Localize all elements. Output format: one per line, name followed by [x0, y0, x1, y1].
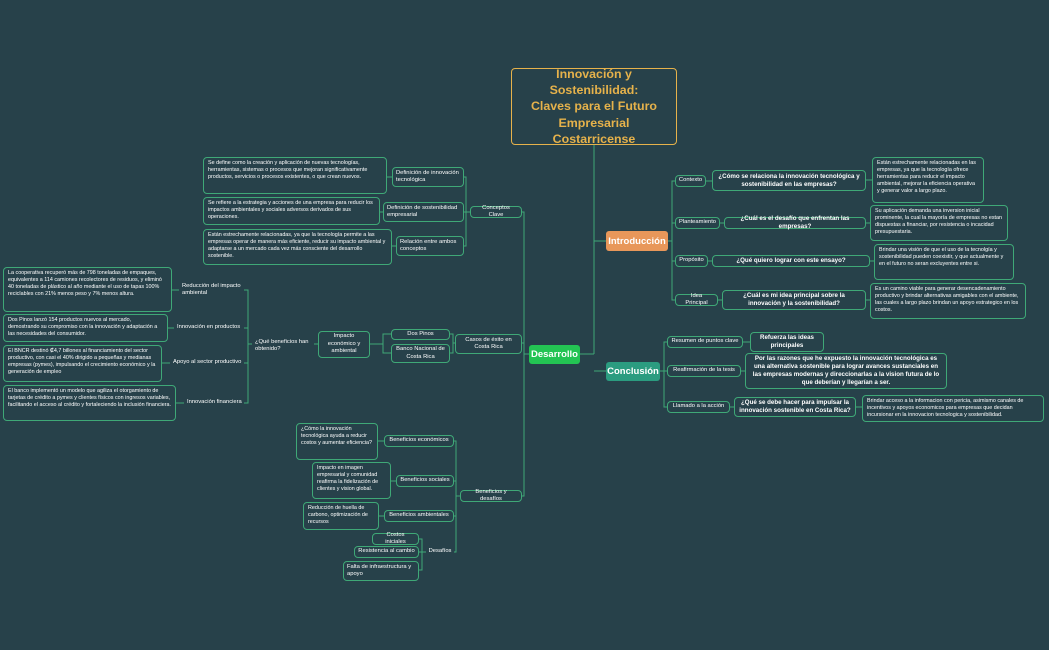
- intro-idea-answer: Es un camino viable para generar desenca…: [870, 283, 1026, 319]
- desafio-infraestructura[interactable]: Falta de infraestructura y apoyo: [343, 561, 419, 581]
- conclusion-resumen-text: Refuerza las ideas principales: [750, 332, 824, 352]
- desafio-costos[interactable]: Costos iniciales: [372, 532, 419, 545]
- beneficios-economicos-text: ¿Cómo la innovación tecnológica ayuda a …: [296, 423, 378, 460]
- caso-apoyo-text: El BNCR destinó ₡4,7 billones al financi…: [3, 345, 162, 382]
- caso-innovacion-productos-label: Innovación en productos: [177, 324, 241, 331]
- caso-apoyo-label: Apoyo al sector productivo: [173, 359, 242, 366]
- beneficios-ambientales-text: Reducción de huella de carbono, optimiza…: [303, 502, 379, 530]
- desafios[interactable]: Desafíos: [428, 548, 452, 555]
- conclusion-resumen[interactable]: Resumen de puntos clave: [667, 336, 743, 348]
- intro-proposito-answer: Brindar una visión de que el uso de la t…: [874, 244, 1014, 280]
- intro-contexto-question[interactable]: ¿Cómo se relaciona la innovación tecnoló…: [712, 170, 866, 191]
- concepto-relacion-text: Están estrechamente relacionadas, ya que…: [203, 229, 392, 265]
- desarrollo-node[interactable]: Desarrollo: [529, 345, 580, 364]
- conclusion-node[interactable]: Conclusión: [606, 362, 660, 381]
- beneficios-economicos[interactable]: Beneficios económicos: [384, 435, 454, 447]
- concepto-sostenibilidad-label[interactable]: Definición de sostenibilidad empresarial: [383, 202, 464, 222]
- conclusion-llamado-question[interactable]: ¿Qué se debe hacer para impulsar la inno…: [734, 397, 856, 417]
- caso-innovacion-financiera-label: Innovación financiera: [187, 399, 242, 406]
- beneficios-sociales[interactable]: Beneficios sociales: [396, 475, 454, 487]
- concepto-sostenibilidad-text: Se refiere a la estrategia y acciones de…: [203, 197, 380, 225]
- impacto-economico[interactable]: Impacto económico y ambiental: [318, 331, 370, 358]
- caso-reduccion-label: Reducción del impacto ambiental: [182, 282, 241, 296]
- introduccion-node[interactable]: Introducción: [606, 231, 668, 251]
- intro-proposito-question[interactable]: ¿Qué quiero lograr con este ensayo?: [712, 255, 870, 267]
- concepto-relacion-label[interactable]: Relación entre ambos conceptos: [396, 236, 464, 256]
- beneficios-sociales-text: Impacto en imagen empresarial y comunida…: [312, 462, 391, 499]
- intro-planteamiento[interactable]: Planteamiento: [675, 217, 720, 229]
- caso-bncr[interactable]: Banco Nacional de Costa Rica: [391, 344, 450, 363]
- conclusion-llamado[interactable]: Llamado a la acción: [667, 401, 730, 413]
- caso-innovacion-financiera-text: El banco implementó un modelo que agiliz…: [3, 385, 176, 421]
- intro-idea-principal[interactable]: Idea Principal: [675, 293, 718, 306]
- conclusion-llamado-answer: Brindar acceso a la informacion con peri…: [862, 395, 1044, 422]
- beneficios-question: ¿Qué beneficios han obtenido?: [255, 338, 309, 352]
- casos-exito[interactable]: Casos de éxito en Costa Rica: [455, 334, 522, 354]
- conclusion-reafirmacion[interactable]: Reafirmación de la tesis: [667, 365, 741, 377]
- intro-idea-question[interactable]: ¿Cuál es mi idea principal sobre la inno…: [722, 290, 866, 310]
- conclusion-reafirmacion-text: Por las razones que he expuesto la innov…: [745, 353, 947, 389]
- intro-proposito[interactable]: Propósito: [675, 255, 708, 267]
- caso-dos-pinos[interactable]: Dos Pinos: [391, 329, 450, 340]
- intro-planteamiento-answer: Su aplicación demanda una inversion inic…: [870, 205, 1008, 241]
- intro-planteamiento-question[interactable]: ¿Cuál es el desafío que enfrentan las em…: [724, 215, 866, 230]
- caso-reduccion-text: La cooperativa recuperó más de 798 tonel…: [3, 267, 172, 312]
- concepto-innovacion-label[interactable]: Definición de innovación tecnológica: [392, 167, 464, 187]
- intro-contexto[interactable]: Contexto: [675, 175, 706, 187]
- desafio-resistencia[interactable]: Resistencia al cambio: [354, 546, 419, 558]
- intro-contexto-answer: Están estrechamente relacionadas en las …: [872, 157, 984, 203]
- beneficios-ambientales[interactable]: Beneficios ambientales: [384, 510, 454, 522]
- root-title: Innovación y Sostenibilidad: Claves para…: [511, 67, 677, 146]
- caso-innovacion-productos-text: Dos Pinos lanzó 154 productos nuevos al …: [3, 314, 168, 342]
- conceptos-clave[interactable]: Conceptos Clave: [470, 205, 522, 218]
- beneficios-desafios[interactable]: Beneficios y desafíos: [460, 489, 522, 502]
- concepto-innovacion-text: Se define como la creación y aplicación …: [203, 157, 387, 194]
